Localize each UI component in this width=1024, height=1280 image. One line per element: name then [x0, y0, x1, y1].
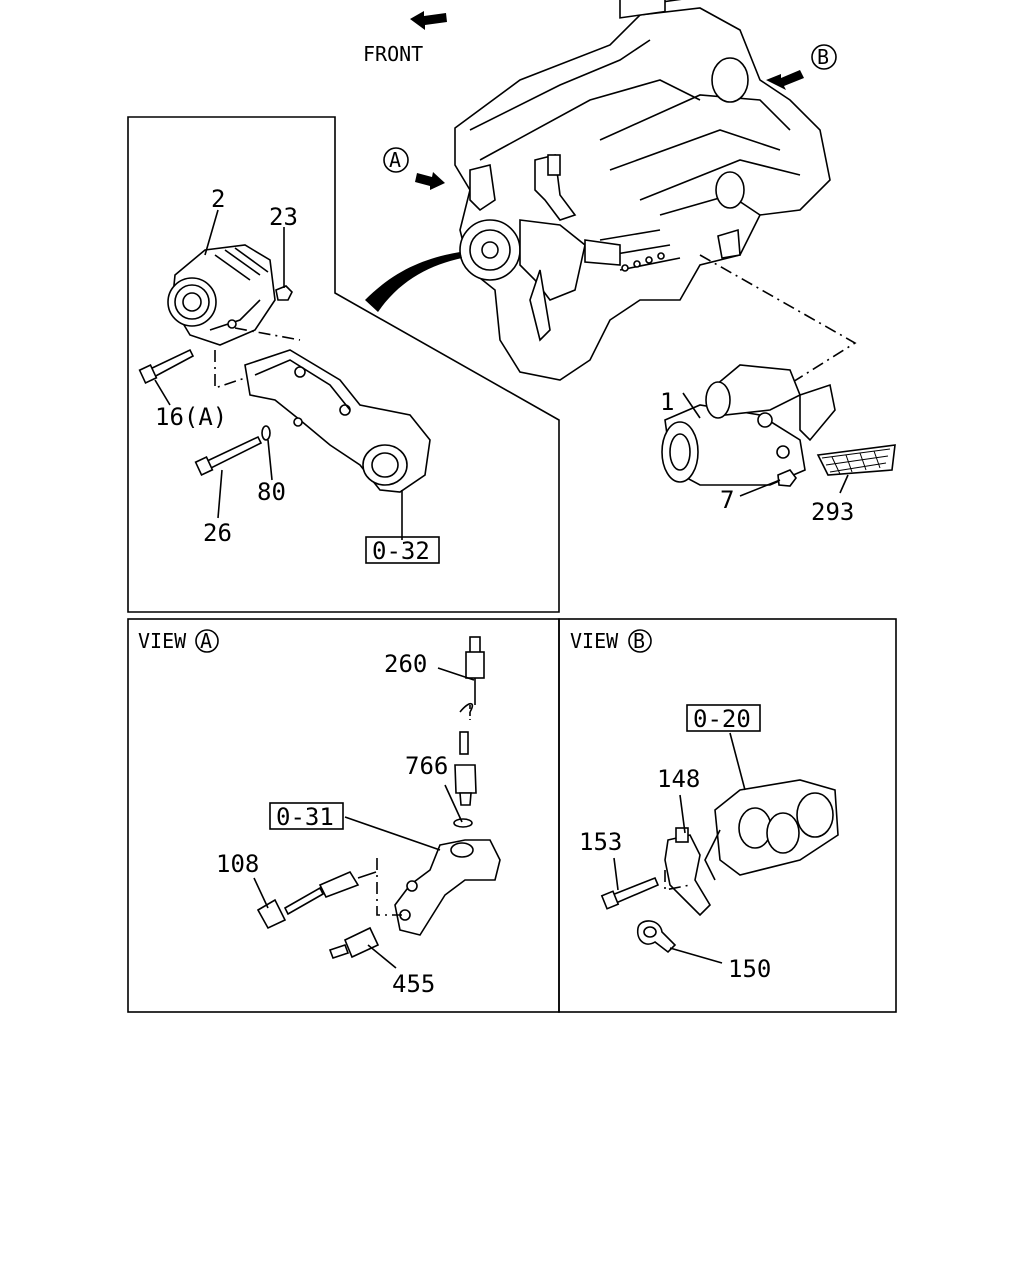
ref-box-032 — [365, 536, 440, 564]
callout-23: 23 — [269, 203, 298, 231]
view-a-letter: A — [200, 629, 212, 653]
view-a-arrow-icon — [415, 172, 445, 190]
callout-260: 260 — [384, 650, 427, 678]
view-a-drawing — [256, 636, 501, 960]
callout-1: 1 — [660, 388, 674, 416]
callout-766: 766 — [405, 752, 448, 780]
alternator-detail-frame — [127, 116, 560, 613]
starter-drawing — [661, 364, 836, 486]
callout-293: 293 — [811, 498, 854, 526]
svg-text:A: A — [389, 148, 401, 172]
view-a-title: VIEW — [138, 629, 187, 653]
ref-032: 0-32 — [372, 537, 430, 565]
ref-box-031 — [269, 802, 344, 830]
callout-455: 455 — [392, 970, 435, 998]
view-b-arrow-icon — [766, 70, 804, 90]
ref-031: 0-31 — [276, 803, 334, 831]
detail-pointer — [365, 252, 462, 312]
washer-80 — [261, 425, 271, 441]
callout-2: 2 — [211, 185, 225, 213]
callout-148: 148 — [657, 765, 700, 793]
front-arrow-icon — [410, 11, 447, 30]
callout-153: 153 — [579, 828, 622, 856]
callout-150: 150 — [728, 955, 771, 983]
front-label: FRONT — [363, 42, 423, 66]
view-b-marker: B — [766, 44, 837, 90]
view-b-letter: B — [633, 629, 645, 653]
bolt-26 — [194, 435, 263, 476]
view-a-marker: A — [383, 147, 445, 190]
view-b-title: VIEW — [570, 629, 619, 653]
view-b-drawing — [600, 779, 839, 954]
ref-020: 0-20 — [693, 705, 751, 733]
bracket-drawing — [244, 349, 431, 493]
callout-108: 108 — [216, 850, 259, 878]
svg-text:B: B — [817, 45, 829, 69]
callout-26: 26 — [203, 519, 232, 547]
bolt-16a — [138, 348, 195, 384]
callout-16a: 16(A) — [155, 403, 227, 431]
callout-7: 7 — [720, 486, 734, 514]
callout-80: 80 — [257, 478, 286, 506]
engine-block-drawing — [454, 0, 831, 381]
alternator-drawing — [167, 244, 276, 346]
nut-23 — [275, 285, 293, 301]
view-b-frame — [558, 618, 897, 1013]
nut-7 — [777, 469, 797, 487]
ref-box-020 — [686, 704, 761, 732]
